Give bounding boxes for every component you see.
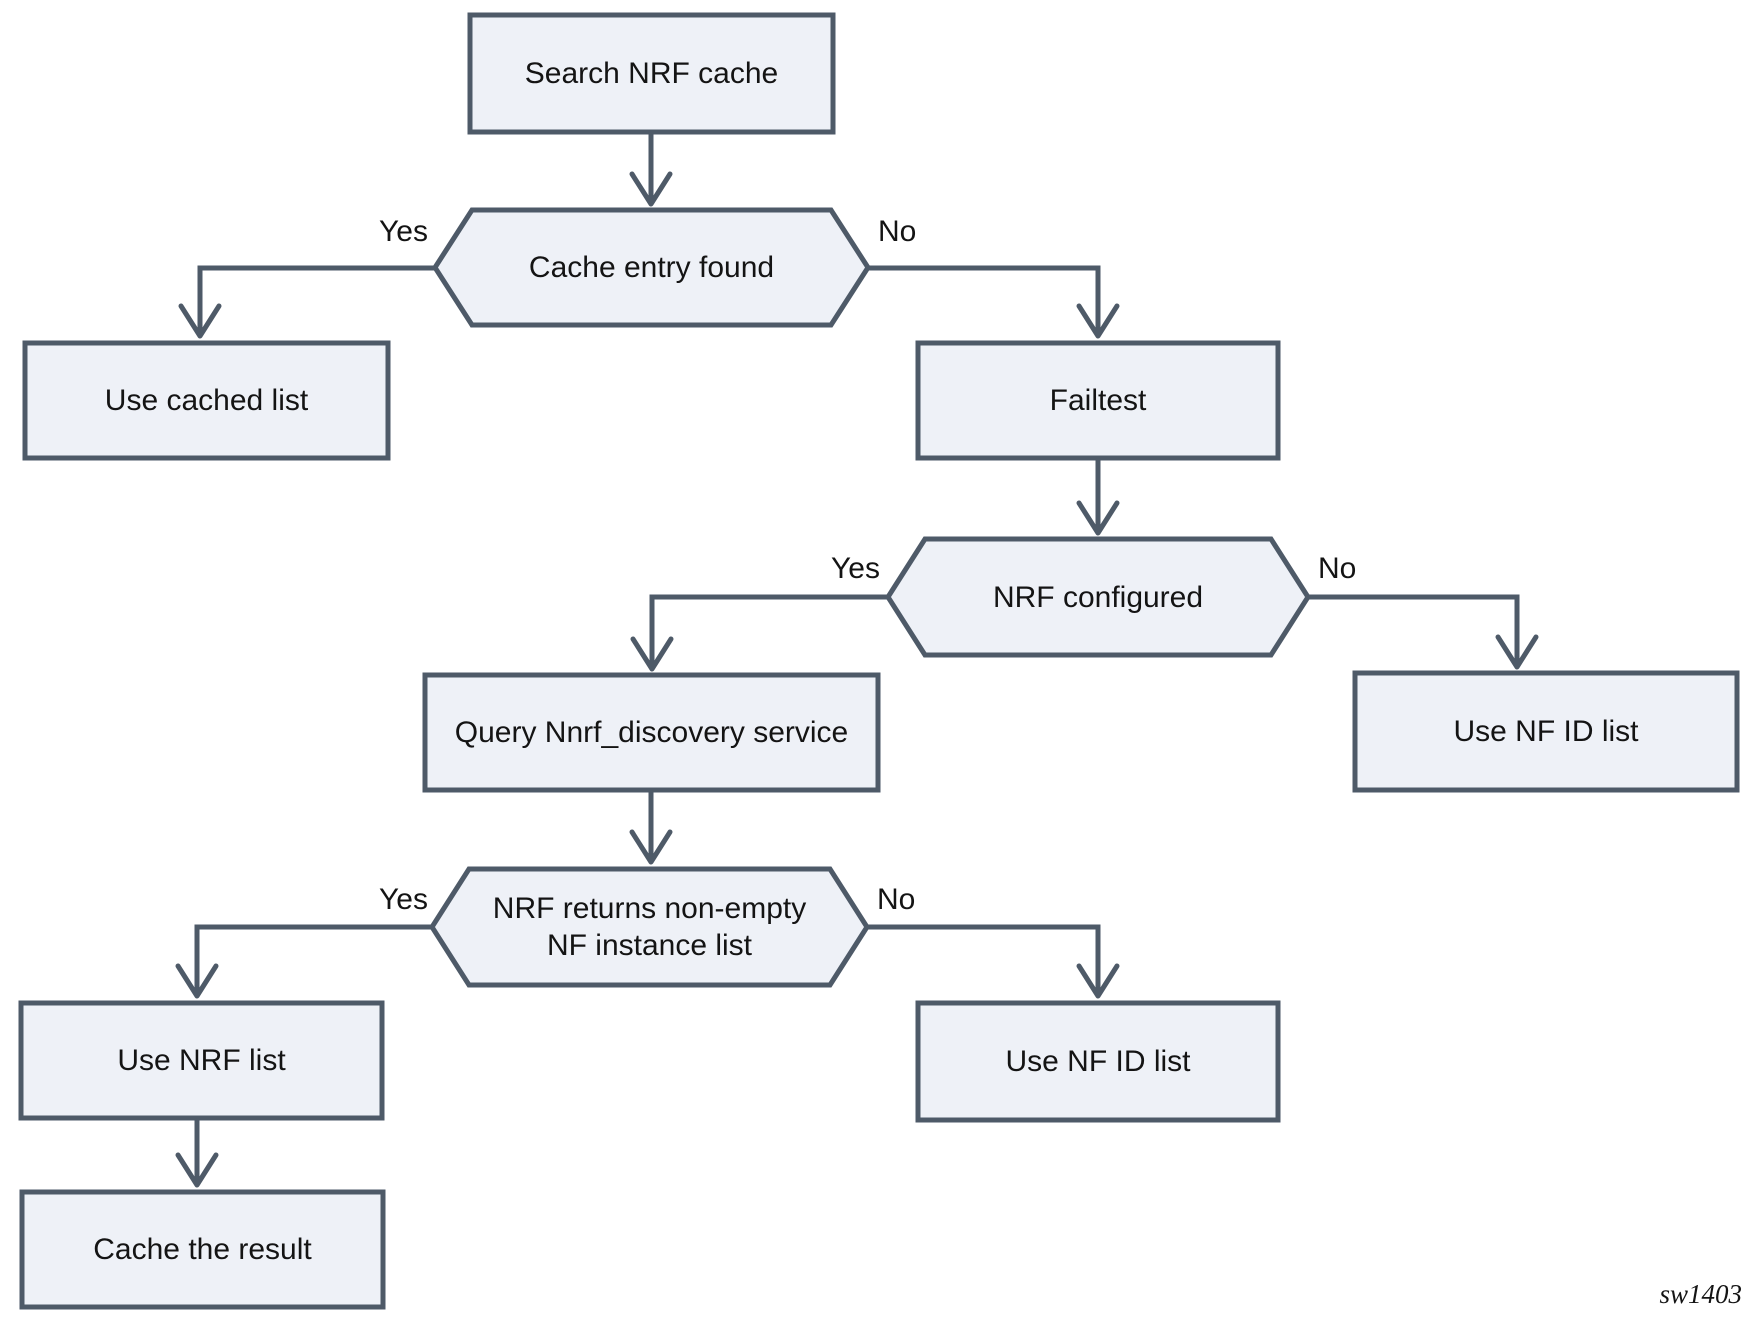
edge-label-nrf-configured-no: No [1318, 552, 1357, 585]
edge-nrf-configured-no [1308, 594, 1520, 667]
edge-nrf-configured-no-arrowhead [1495, 634, 1539, 670]
edge-nrf-returns-no [867, 924, 1101, 996]
node-nrf-returns-nonempty: NRF returns non-empty NF instance list [492, 892, 807, 962]
edge-use-nrf-to-cache-result-arrowhead [175, 1152, 219, 1188]
edge-label-nrf-returns-yes: Yes [379, 883, 428, 916]
node-use-nf-id-list-bottom-shape [915, 1000, 1281, 1123]
node-use-nf-id-list-right: Use NF ID list [1453, 715, 1639, 748]
node-cache-entry-found-shape [432, 207, 871, 328]
node-nrf-configured-shape [885, 536, 1311, 658]
node-cache-the-result-shape [19, 1189, 386, 1310]
edge-nrf-returns-yes-arrowhead [175, 963, 219, 999]
edge-cache-entry-no-arrowhead [1076, 303, 1120, 339]
edge-nrf-returns-no-arrowhead [1076, 963, 1120, 999]
edge-nrf-configured-yes-arrowhead [630, 636, 674, 672]
edge-query-to-nrf-returns-arrowhead [629, 829, 673, 865]
node-use-nf-id-list-right-shape [1352, 670, 1740, 793]
node-search-nrf-cache-shape [467, 12, 836, 135]
figure-caption: sw1403 [1659, 1279, 1742, 1309]
edge-failtest-to-nrf-configured-arrowhead [1076, 500, 1120, 536]
node-nrf-returns-nonempty-shape [429, 866, 870, 988]
node-use-nrf-list-shape [18, 1000, 385, 1121]
node-use-cached-list-shape [22, 340, 391, 461]
node-failtest: Failtest [1049, 384, 1147, 417]
edge-search-to-cache-entry-arrowhead [629, 171, 673, 207]
node-search-nrf-cache: Search NRF cache [524, 57, 779, 90]
edge-nrf-returns-yes [194, 924, 432, 996]
node-cache-entry-found: Cache entry found [528, 251, 775, 284]
node-query-nnrf-discovery: Query Nnrf_discovery service [454, 716, 849, 749]
edge-label-nrf-configured-yes: Yes [831, 552, 880, 585]
node-cache-the-result: Cache the result [93, 1233, 312, 1266]
edge-cache-entry-yes-arrowhead [178, 303, 222, 339]
edge-nrf-configured-yes [649, 594, 888, 669]
node-use-cached-list: Use cached list [104, 384, 309, 417]
node-use-nf-id-list-bottom: Use NF ID list [1005, 1045, 1191, 1078]
edge-label-cache-entry-yes: Yes [379, 215, 428, 248]
edge-label-cache-entry-no: No [878, 215, 917, 248]
node-query-nnrf-discovery-shape [422, 672, 881, 793]
node-nrf-configured: NRF configured [992, 580, 1204, 614]
edge-cache-entry-no [868, 265, 1101, 336]
edge-label-nrf-returns-no: No [877, 883, 916, 916]
node-failtest-shape [915, 340, 1281, 461]
edge-cache-entry-yes [197, 265, 435, 336]
node-use-nrf-list: Use NRF list [117, 1044, 286, 1077]
